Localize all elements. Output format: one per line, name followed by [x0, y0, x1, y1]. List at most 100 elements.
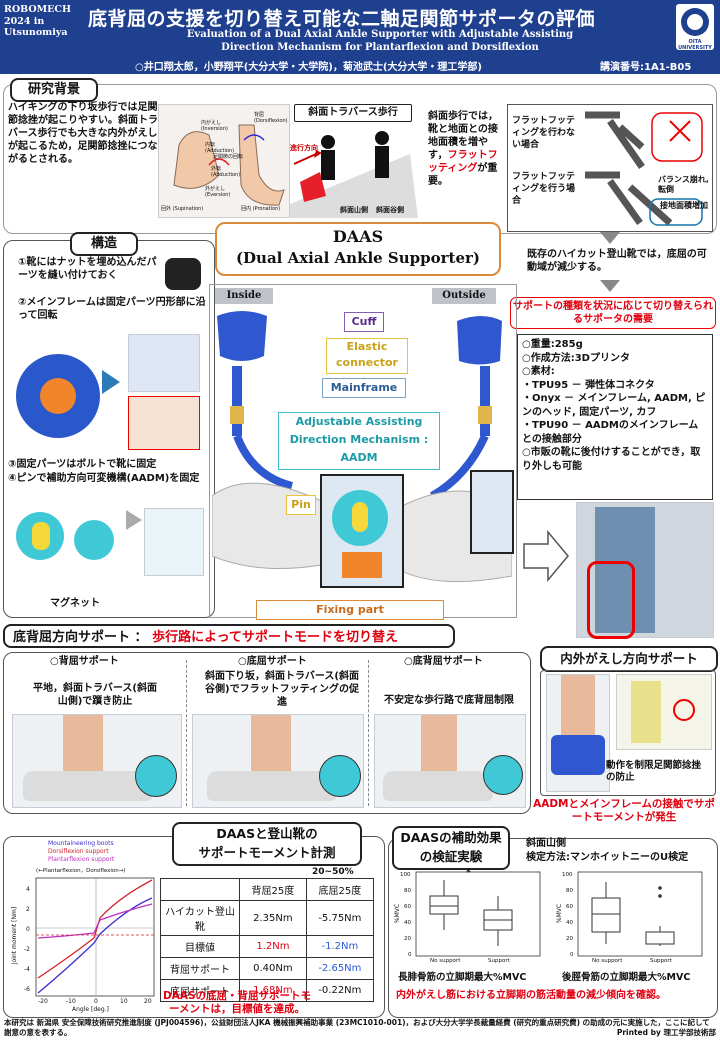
foot-icon	[173, 124, 285, 206]
ytick-2: 2	[26, 906, 30, 913]
aadm-inset-3	[483, 755, 523, 795]
outline-arrow-icon	[523, 530, 569, 582]
closeup-fixing	[342, 552, 382, 578]
spec-method: ○作成方法:3Dプリンタ	[522, 352, 630, 364]
table-row: 背屈サポート 0.40Nm -2.65Nm	[160, 957, 375, 980]
effect-section	[388, 838, 718, 1018]
boxplot-2-ytick: 0	[570, 952, 574, 958]
table-cell: -5.75Nm	[305, 900, 375, 936]
spec-market: ○市販の靴に後付けすることができ，取り外しも可能	[522, 447, 701, 472]
cuff-label: Cuff	[344, 312, 384, 332]
ankle-motion-diagram: 内がえし (Inversion) 内転 (Adduction) 背屈 (Dors…	[158, 104, 290, 218]
gait-stick-figures	[585, 111, 703, 226]
printed-by: Printed by 理工学部技術部	[616, 1028, 716, 1037]
support-mode-heading-a: 底背屈方向サポート ：	[13, 630, 148, 645]
highlight-ring	[587, 561, 635, 639]
legend-mountain: Mountaineering boots	[48, 840, 114, 847]
arrow-down-icon	[600, 232, 620, 244]
spec-material-1: ・TPU95 － 弾性体コネクタ	[522, 379, 655, 391]
table-cell: 底屈サポート	[160, 979, 240, 1002]
structure-step-3: ③固定パーツはボルトで靴に固定	[8, 459, 157, 470]
flat-footing-text-a: 斜面歩行では，靴と地面との接地面積を増やす，	[428, 111, 498, 161]
moment-heading: DAASと登山靴の サポートモーメント計測	[172, 822, 362, 866]
diagram-label-adduction: 内転 (Adduction)	[205, 142, 235, 154]
university-logo: OITA UNIVERSITY	[676, 4, 714, 51]
magnet-label: マグネット	[50, 598, 100, 609]
aadm-contact-photo	[616, 674, 712, 750]
xtick-2: -10	[66, 998, 76, 1005]
mountain-side-label: 斜面山側	[340, 206, 368, 214]
sig-marker: *	[466, 868, 471, 878]
inout-photo	[546, 674, 610, 792]
inout-bottom-text: AADMとメインフレームの接触でサポートモーメントが発生	[533, 798, 715, 823]
flat-footing-text-c: が重要。	[428, 163, 498, 187]
dorsi-support-photo	[12, 714, 182, 808]
table-cell: 背屈サポート	[160, 957, 240, 980]
structure-step-2: ②メインフレームは固定パーツ円形部に沿って回転	[18, 297, 206, 321]
logo-text: OITA UNIVERSITY	[678, 39, 712, 51]
both-support-title: ○底背屈サポート	[404, 656, 483, 667]
arrow-right-icon	[126, 510, 142, 530]
poster-title-ja: 底背屈の支援を切り替え可能な二軸足関節サポータの評価	[88, 8, 596, 30]
chart-xlabel: Angle [deg.]	[72, 1006, 109, 1013]
balance-loss-label: バランス崩れ, 転倒	[658, 175, 709, 194]
direction-label: 進行方向	[290, 144, 318, 152]
support-mode-heading-b: 歩行路によってサポートモードを切り替え	[152, 630, 399, 645]
boxplot-2-ytick: 100	[562, 872, 573, 878]
aadm-assembled-photo	[144, 508, 204, 576]
acknowledgement: 本研究は 新潟県 安全保障技術研究推進制度 (JPJ004596)，公益財団法人…	[4, 1018, 710, 1037]
moment-heading-1: DAASと登山靴の	[216, 826, 318, 841]
legend-dorsi: Dorsiflexion support	[48, 848, 109, 855]
leg-1	[63, 715, 103, 775]
no-flat-footing-label: フラットフッティングを行わない場合	[512, 116, 576, 150]
diagram-label-supination: 回外 (Supination)	[161, 206, 204, 212]
effect-heading: DAASの補助効果 の検証実験	[392, 826, 510, 870]
effect-conclusion: 内外がえし筋における立脚期の筋活動量の減少傾向を確認。	[396, 990, 666, 1001]
table-cell: 1.2Nm	[239, 935, 307, 958]
effect-condition-1: 斜面山側	[526, 838, 566, 849]
structure-heading: 構造	[70, 232, 138, 256]
elastic-connector-label: Elastic connector	[326, 338, 408, 374]
boxplot-1-ytick: 40	[404, 920, 411, 926]
boxplot-2: %MVC No support Support 100 80 60 40 20 …	[556, 868, 706, 968]
fixing-disc	[40, 378, 76, 414]
plantar-support-title: ○底屈サポート	[238, 656, 307, 667]
table-row: ハイカット登山靴 2.35Nm -5.75Nm	[160, 900, 375, 936]
contact-increase-label: 接地面積増加	[660, 201, 708, 210]
table-cell: ハイカット登山靴	[160, 900, 240, 936]
aadm-figure	[10, 502, 206, 594]
moment-table: 背屈25度 底屈25度 ハイカット登山靴 2.35Nm -5.75Nm 目標値 …	[160, 878, 375, 1002]
effect-heading-1: DAASの補助効果	[400, 830, 502, 845]
poster-title-en: Evaluation of a Dual Axial Ankle Support…	[120, 28, 640, 54]
boxplot-1-ylabel: %MVC	[394, 903, 402, 924]
divider-1	[186, 660, 187, 806]
table-header-row: 背屈25度 底屈25度	[160, 878, 375, 901]
diagram-label-rotation: 足関節の回転	[213, 154, 244, 160]
diagram-label-abduction: 外転 (Abduction)	[211, 166, 241, 178]
legend-plantar: Plantarflexion support	[48, 856, 115, 863]
effect-condition-2: 検定方法:マンホイットニーのU検定	[526, 852, 689, 863]
need-text: サポートの種類を状況に応じて切り替えられるサポータの需要	[510, 297, 716, 329]
header-banner: ROBOMECH 2024 in Utsunomiya 底背屈の支援を切り替え可…	[0, 0, 720, 74]
frame-shape	[551, 735, 605, 775]
dorsi-support-title: ○背屈サポート	[50, 656, 119, 667]
rotate-arrow-icon	[102, 370, 120, 394]
nut-part-icon	[165, 258, 201, 290]
table-cell: -1.2Nm	[305, 935, 375, 958]
boxplot-1-ytick: 20	[404, 936, 411, 942]
xtick-1: -20	[38, 998, 48, 1005]
pct-label: 20~50%	[312, 867, 354, 877]
flat-footing-label: フラットフッティングを行う場合	[512, 172, 576, 206]
table-header-cell: 背屈25度	[239, 878, 307, 901]
table-header-cell: 底屈25度	[305, 878, 375, 901]
presentation-number: 講演番号:1A1-B05	[600, 62, 692, 73]
title-en-line1: Evaluation of a Dual Axial Ankle Support…	[186, 29, 574, 40]
slope-figure: 斜面トラバース歩行 進行方向 斜面山側 斜面谷側	[290, 100, 418, 218]
boxplot-1-ytick: 100	[400, 872, 411, 878]
rotation-figure	[10, 324, 206, 452]
ytick-1: 4	[26, 886, 30, 893]
worn-supporter-photo	[576, 502, 714, 639]
spec-material-3: ・TPU90 － AADMのメインフレームとの接触部分	[522, 420, 699, 445]
valley-side-label: 斜面谷側	[376, 206, 404, 214]
fixing-part-label: Fixing part	[256, 600, 444, 620]
